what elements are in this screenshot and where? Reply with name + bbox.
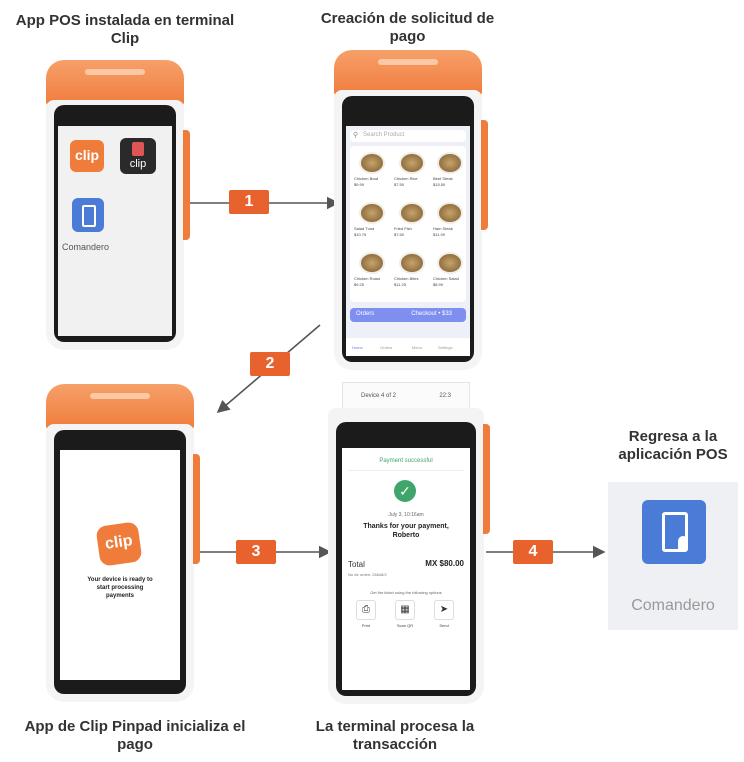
- caption-return-pos: Regresa a la aplicación POS: [618, 428, 728, 463]
- printed-receipt-strip: Device 4 of 2 22:3: [342, 382, 470, 410]
- thanks-message: Thanks for your payment, Roberto: [363, 523, 449, 539]
- caption-payment-request: Creación de solicitud de pago: [320, 10, 495, 45]
- comandero-app-icon[interactable]: [72, 198, 104, 232]
- product-name: Salad Tuna: [354, 226, 375, 231]
- terminal-glyph-icon: [132, 142, 144, 156]
- product-name: Fried Fish: [394, 226, 412, 231]
- checkout-bar[interactable]: Orders Checkout • $33: [350, 308, 466, 322]
- payment-date: July 3, 10:16am: [388, 512, 424, 518]
- product-price: $11.99: [433, 232, 445, 237]
- send-button[interactable]: ➤ Send: [432, 600, 456, 630]
- phone-touch-icon: [662, 512, 688, 552]
- checkout-button[interactable]: Checkout • $33: [411, 311, 452, 317]
- product-name: Chicken Salad: [433, 276, 459, 281]
- scan-qr-button[interactable]: ▦ Scan QR: [393, 600, 417, 630]
- caption-pinpad-init: App de Clip Pinpad inicializa el pago: [24, 718, 246, 753]
- product-name: Chicken Rice: [394, 176, 418, 181]
- terminal-receipt: Device 4 of 2 22:3 Payment successful ✓ …: [328, 382, 490, 704]
- product-image[interactable]: [399, 152, 425, 174]
- receipt-screen: Payment successful ✓ July 3, 10:16am Tha…: [342, 448, 470, 690]
- product-price: $11.25: [394, 282, 406, 287]
- product-image[interactable]: [437, 202, 463, 224]
- success-check-icon: ✓: [394, 480, 416, 502]
- pinpad-ready-text: Your device is ready to start processing…: [87, 577, 153, 599]
- search-icon: ⚲: [353, 132, 359, 139]
- product-grid: Chicken Bowl $9.99 Chicken Rice $7.50 Be…: [350, 146, 466, 302]
- step-1-badge: 1: [229, 190, 269, 214]
- product-name: Chicken Bowl: [354, 176, 379, 181]
- product-name: Chicken Roast: [354, 276, 381, 281]
- search-bar[interactable]: ⚲ Search Product: [350, 130, 466, 142]
- pos-screen: ⚲ Search Product Chicken Bowl $9.99 Chic…: [346, 126, 470, 356]
- clip-terminal-app-icon[interactable]: clip: [120, 138, 156, 174]
- step-2-badge: 2: [250, 352, 290, 376]
- product-image[interactable]: [399, 202, 425, 224]
- comandero-app-label: Comandero: [62, 242, 110, 252]
- total-label: Total: [348, 560, 365, 569]
- product-image[interactable]: [359, 152, 385, 174]
- ticket-options-title: Get the ticket using the following optio…: [370, 590, 442, 595]
- terminal-pinpad: clip Your device is ready to start proce…: [46, 384, 200, 702]
- product-price: $8.99: [433, 282, 444, 287]
- product-image[interactable]: [437, 252, 463, 274]
- orders-button[interactable]: Orders: [356, 311, 375, 317]
- product-price: $7.50: [394, 182, 405, 187]
- product-image[interactable]: [399, 252, 425, 274]
- step-3-badge: 3: [236, 540, 276, 564]
- nav-home[interactable]: Home: [352, 345, 363, 350]
- comandero-label: Comandero: [631, 597, 715, 614]
- nav-menu[interactable]: Menu: [412, 345, 423, 350]
- phone-touch-icon: [82, 205, 96, 227]
- product-image[interactable]: [359, 252, 385, 274]
- product-name: Beef Steak: [433, 176, 453, 181]
- bottom-nav: Home Orders Menu Settings: [346, 338, 470, 356]
- product-name: Ham Steak: [433, 226, 453, 231]
- product-price: $9.25: [354, 282, 365, 287]
- printer-icon: ⎙: [356, 600, 376, 620]
- product-price: $9.99: [354, 182, 365, 187]
- comandero-app-icon[interactable]: [642, 500, 706, 564]
- nav-settings[interactable]: Settings: [438, 345, 453, 350]
- terminal-pos: ⚲ Search Product Chicken Bowl $9.99 Chic…: [334, 50, 488, 370]
- home-screen: clip clip Comandero: [58, 126, 172, 336]
- step-4-badge: 4: [513, 540, 553, 564]
- clip-app-icon[interactable]: clip: [70, 140, 104, 172]
- print-button[interactable]: ⎙ Print: [354, 600, 378, 630]
- terminal-home: clip clip Comandero: [46, 60, 190, 350]
- order-number: No de orden: 26648/2: [348, 572, 387, 577]
- nav-orders[interactable]: Orders: [380, 345, 393, 350]
- product-image[interactable]: [437, 152, 463, 174]
- product-price: $7.50: [394, 232, 405, 237]
- total-amount: MX $80.00: [425, 559, 464, 568]
- product-name: Chicken Bites: [394, 276, 419, 281]
- search-input[interactable]: Search Product: [363, 132, 405, 138]
- comandero-card[interactable]: Comandero: [608, 482, 738, 630]
- clip-logo: clip: [95, 521, 143, 567]
- caption-terminal-process: La terminal procesa la transacción: [315, 718, 475, 753]
- product-price: $15.50: [433, 182, 446, 187]
- qr-icon: ▦: [395, 600, 415, 620]
- pinpad-screen: clip Your device is ready to start proce…: [60, 450, 180, 680]
- payment-status-title: Payment successful: [379, 458, 433, 464]
- caption-pos-installed: App POS instalada en terminal Clip: [15, 12, 235, 47]
- product-image[interactable]: [359, 202, 385, 224]
- send-icon: ➤: [434, 600, 454, 620]
- product-price: $10.75: [354, 232, 367, 237]
